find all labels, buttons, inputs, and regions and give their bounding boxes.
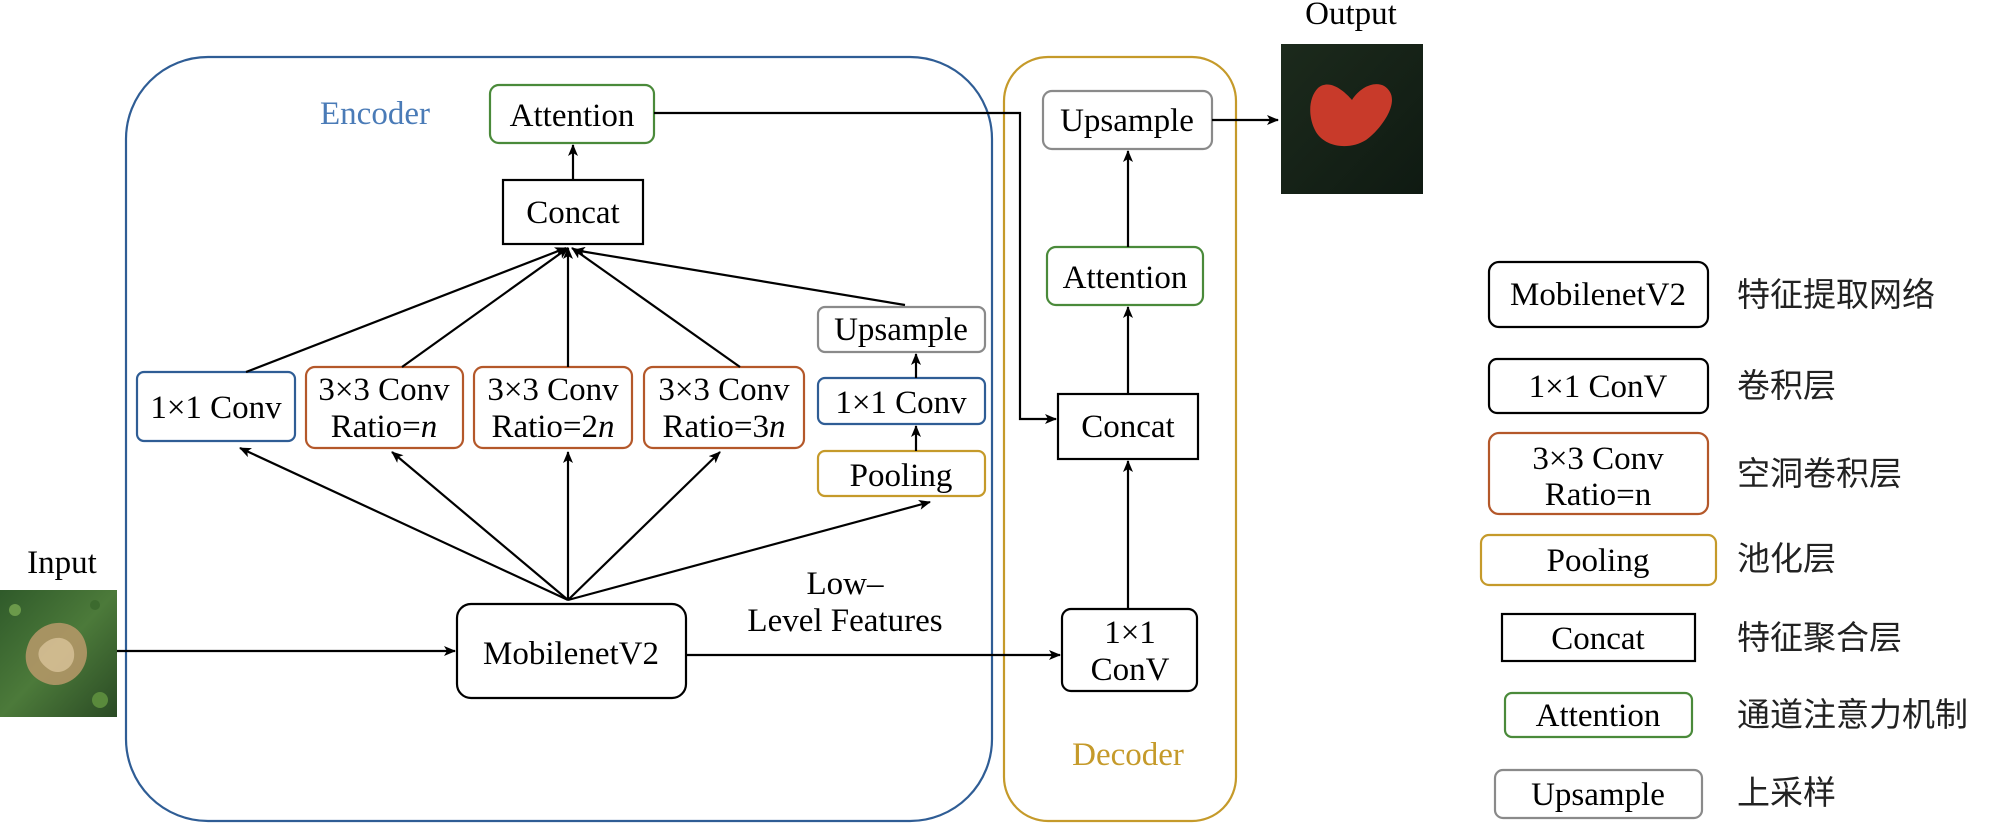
legend-conv-desc: 卷积层: [1737, 366, 1836, 405]
decoder-label: Decoder: [1072, 737, 1184, 773]
pool-conv-box: 1×1 Conv: [816, 376, 987, 426]
conv1x1-box-decoder-line1: 1×1: [1104, 615, 1156, 651]
output-image: [1281, 44, 1423, 194]
upsample-box-decoder-label: Upsample: [1060, 103, 1194, 139]
legend-item-atrous: 3×3 Conv Ratio=n 空洞卷积层: [1487, 431, 1902, 516]
atrous-conv-box-1-line1: 3×3 Conv: [318, 372, 450, 408]
legend-item-backbone: MobilenetV2 特征提取网络: [1487, 260, 1935, 329]
legend-upsample-box: Upsample: [1531, 777, 1665, 813]
encoder-label: Encoder: [320, 96, 430, 132]
legend-item-upsample: Upsample 上采样: [1493, 768, 1836, 820]
legend-item-attention: Attention 通道注意力机制: [1503, 691, 1968, 739]
legend-atrous-desc: 空洞卷积层: [1737, 454, 1902, 493]
legend-attention-box: Attention: [1536, 698, 1661, 734]
attention-box-decoder: Attention: [1045, 245, 1205, 307]
conv1x1-box: 1×1 Conv: [135, 370, 297, 443]
arrows: [117, 111, 1279, 660]
legend-item-conv: 1×1 ConV 卷积层: [1487, 357, 1836, 415]
legend-item-pooling: Pooling 池化层: [1479, 533, 1836, 587]
concat-box-encoder-label: Concat: [526, 195, 619, 231]
concat-box-decoder: Concat: [1056, 392, 1200, 461]
legend-atrous-box-line2: Ratio=n: [1545, 477, 1652, 513]
low-level-label-line2: Level Features: [747, 603, 942, 639]
legend-atrous-box-line1: 3×3 Conv: [1532, 441, 1664, 477]
atrous-conv-box-2: 3×3 Conv Ratio=2n: [472, 365, 634, 450]
atrous-conv-box-1-line2: Ratio=n: [331, 409, 438, 445]
attention-box-decoder-label: Attention: [1063, 260, 1188, 296]
legend-attention-desc: 通道注意力机制: [1737, 695, 1968, 734]
conv1x1-box-decoder: 1×1 ConV: [1060, 607, 1199, 693]
atrous-conv-box-2-line2: Ratio=2n: [491, 409, 614, 445]
concat-box-decoder-label: Concat: [1081, 409, 1174, 445]
legend-pooling-desc: 池化层: [1737, 539, 1836, 578]
atrous-conv-box-3-line2: Ratio=3n: [662, 409, 785, 445]
legend-backbone-desc: 特征提取网络: [1737, 275, 1935, 314]
conv1x1-box-label: 1×1 Conv: [150, 390, 282, 426]
atrous-conv-box-1: 3×3 Conv Ratio=n: [304, 365, 465, 450]
legend-conv-box: 1×1 ConV: [1529, 369, 1668, 405]
legend-pooling-box: Pooling: [1547, 543, 1650, 579]
decoder-frame: [1002, 55, 1238, 823]
atrous-conv-box-3: 3×3 Conv Ratio=3n: [642, 365, 806, 450]
atrous-conv-box-2-line1: 3×3 Conv: [487, 372, 619, 408]
attention-box-encoder: Attention: [488, 83, 656, 145]
mobilenet-box: MobilenetV2: [455, 602, 688, 700]
pooling-box-label: Pooling: [850, 458, 953, 494]
concat-box-encoder: Concat: [501, 178, 645, 246]
low-level-label-line1: Low–: [807, 566, 884, 602]
input-label: Input: [27, 545, 97, 581]
input-image: [0, 590, 117, 717]
encoder-frame: [124, 55, 994, 823]
conv1x1-box-decoder-line2: ConV: [1091, 652, 1170, 688]
pool-conv-box-label: 1×1 Conv: [835, 385, 967, 421]
output-label: Output: [1305, 0, 1397, 32]
legend-backbone-box: MobilenetV2: [1510, 277, 1686, 313]
upsample-box-decoder: Upsample: [1041, 89, 1214, 151]
atrous-conv-box-3-line1: 3×3 Conv: [658, 372, 790, 408]
attention-box-encoder-label: Attention: [510, 98, 635, 134]
legend-concat-box: Concat: [1551, 621, 1644, 657]
legend-upsample-desc: 上采样: [1737, 773, 1836, 812]
pool-upsample-box-label: Upsample: [834, 312, 968, 348]
legend-item-concat: Concat 特征聚合层: [1500, 612, 1902, 663]
legend-concat-desc: 特征聚合层: [1737, 618, 1902, 657]
pool-upsample-box: Upsample: [816, 305, 987, 354]
legend: MobilenetV2 特征提取网络 1×1 ConV 卷积层 3×3 Conv…: [1479, 260, 1968, 820]
mobilenet-box-label: MobilenetV2: [483, 636, 659, 672]
pooling-box: Pooling: [816, 449, 987, 498]
